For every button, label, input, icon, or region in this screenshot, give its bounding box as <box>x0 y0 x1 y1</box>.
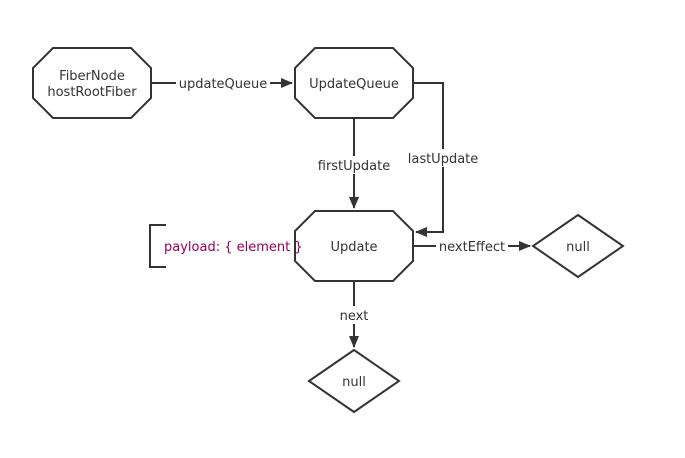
node-update-queue: UpdateQueue <box>294 47 414 119</box>
node-update-label: Update <box>330 240 377 255</box>
annotation-payload-text: payload: { element } <box>164 240 303 255</box>
annotation-payload: payload: { element } <box>149 224 303 268</box>
edge-last-update: lastUpdate <box>406 82 480 237</box>
edge-label-first-update: firstUpdate <box>318 159 390 174</box>
edge-first-update: firstUpdate <box>316 118 392 209</box>
node-fiber-node: FiberNode hostRootFiber <box>32 47 152 119</box>
node-null-right-label: null <box>566 240 590 255</box>
edge-label-next: next <box>340 309 369 324</box>
annotation-bracket <box>149 224 166 268</box>
node-null-right: null <box>531 213 625 279</box>
node-null-bottom: null <box>307 348 401 414</box>
edge-next: next <box>336 281 372 348</box>
edge-update-queue: updateQueue <box>151 74 293 92</box>
node-fiber-node-line1: FiberNode <box>59 69 125 84</box>
edge-label-next-effect: nextEffect <box>439 240 505 255</box>
edge-label-last-update: lastUpdate <box>408 152 479 167</box>
node-update-queue-label: UpdateQueue <box>309 77 399 92</box>
edge-next-effect: nextEffect <box>413 237 531 255</box>
node-fiber-node-line2: hostRootFiber <box>47 85 137 100</box>
node-update: Update <box>294 210 414 282</box>
edge-label-update-queue: updateQueue <box>179 77 268 92</box>
node-null-bottom-label: null <box>342 375 366 390</box>
